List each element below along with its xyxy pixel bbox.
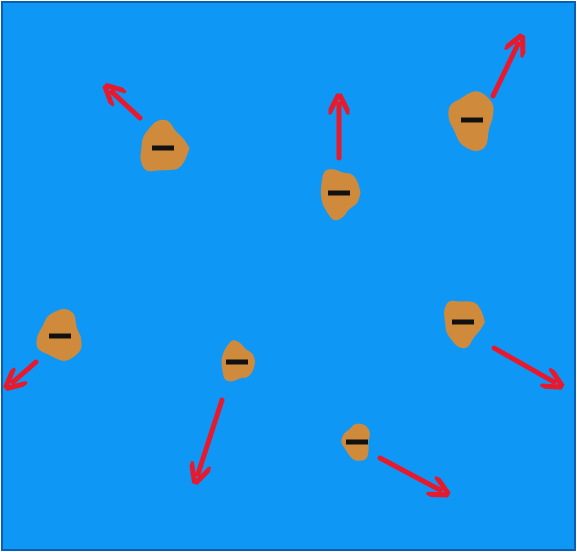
negative-charge-sign	[226, 360, 248, 365]
negative-charge-sign	[49, 334, 71, 339]
negative-charge-sign	[346, 440, 368, 445]
negative-charge-sign	[461, 118, 483, 123]
negative-charge-sign	[152, 146, 174, 151]
negative-charge-sign	[452, 320, 474, 325]
negative-charge-sign	[328, 191, 350, 196]
